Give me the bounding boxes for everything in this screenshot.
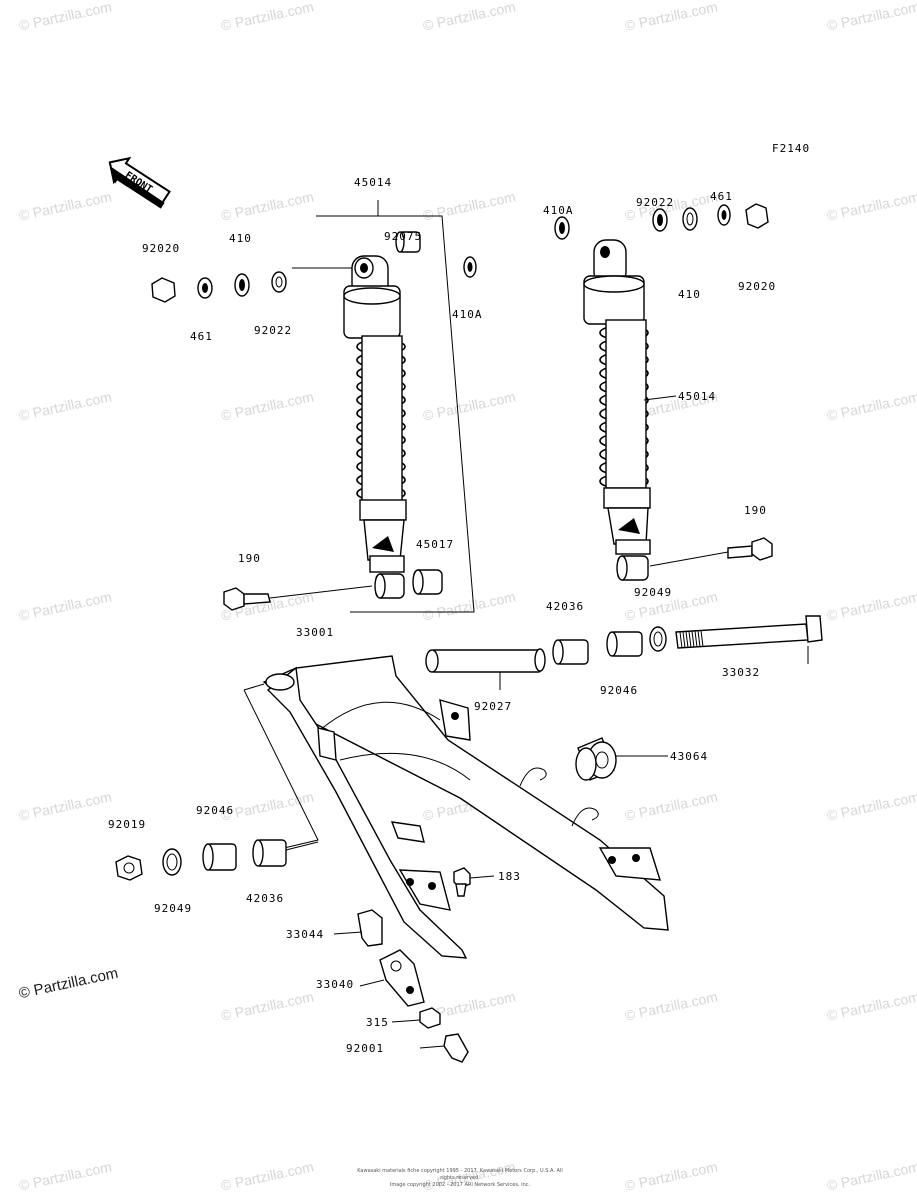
label-461: 461: [190, 330, 213, 343]
label-410A-right: 410A: [543, 204, 574, 217]
label-410A: 410A: [452, 308, 483, 321]
label-92049: 92049: [634, 586, 672, 599]
label-92027: 92027: [474, 700, 512, 713]
label-410: 410: [229, 232, 252, 245]
label-33001: 33001: [296, 626, 334, 639]
label-92020: 92020: [142, 242, 180, 255]
label-92046-left: 92046: [196, 804, 234, 817]
label-42036: 42036: [546, 600, 584, 613]
right-bottom-bolt: [727, 537, 773, 561]
copyright-line-1: Kawasaki materials fiche copyright 1995 …: [357, 1168, 563, 1181]
bushing-43064: [575, 737, 668, 781]
thread-line: [679, 631, 683, 649]
copyright-line-2: Image copyright 2002 - 2017 ARI Network …: [389, 1182, 531, 1188]
label-92019: 92019: [108, 818, 146, 831]
front-arrow-icon: FRONT: [108, 156, 171, 209]
label-43064: 43064: [670, 750, 708, 763]
copyright-notice: Kawasaki materials fiche copyright 1995 …: [350, 1168, 570, 1189]
label-33040: 33040: [316, 978, 354, 991]
pivot-hardware: [425, 615, 823, 690]
thread-line: [688, 631, 692, 648]
figure-code: F2140: [772, 142, 810, 155]
label-92001: 92001: [346, 1042, 384, 1055]
thread-line: [697, 630, 701, 647]
right-top-hardware: [554, 203, 769, 240]
thread-line: [691, 631, 695, 648]
label-315: 315: [366, 1016, 389, 1029]
label-92049-left: 92049: [154, 902, 192, 915]
bolt-183: [453, 867, 495, 897]
label-33044: 33044: [286, 928, 324, 941]
label-461-right: 461: [710, 190, 733, 203]
left-shock-absorber: [292, 200, 475, 613]
label-45017: 45017: [416, 538, 454, 551]
label-45014: 45014: [354, 176, 392, 189]
thread-line: [685, 631, 689, 648]
label-190-right: 190: [744, 504, 767, 517]
right-shock-absorber: [583, 239, 729, 581]
left-pivot-hardware: [115, 839, 319, 881]
left-bottom-hardware: [223, 569, 443, 611]
label-33032: 33032: [722, 666, 760, 679]
swingarm: [243, 655, 669, 959]
thread-line: [694, 630, 698, 648]
label-183: 183: [498, 870, 521, 883]
label-92075: 92075: [384, 230, 422, 243]
label-92020-right: 92020: [738, 280, 776, 293]
thread-line: [700, 630, 704, 647]
label-92022-right: 92022: [636, 196, 674, 209]
label-92046: 92046: [600, 684, 638, 697]
label-410-right: 410: [678, 288, 701, 301]
label-45014-right: 45014: [678, 390, 716, 403]
thread-line: [682, 631, 686, 648]
left-top-hardware: [151, 231, 477, 303]
chain-guide-brackets: [333, 909, 469, 1063]
label-92022: 92022: [254, 324, 292, 337]
label-190: 190: [238, 552, 261, 565]
part-labels: 45014 92020 410 92075 410A 461 92022 410…: [108, 176, 776, 1055]
label-42036-left: 42036: [246, 892, 284, 905]
